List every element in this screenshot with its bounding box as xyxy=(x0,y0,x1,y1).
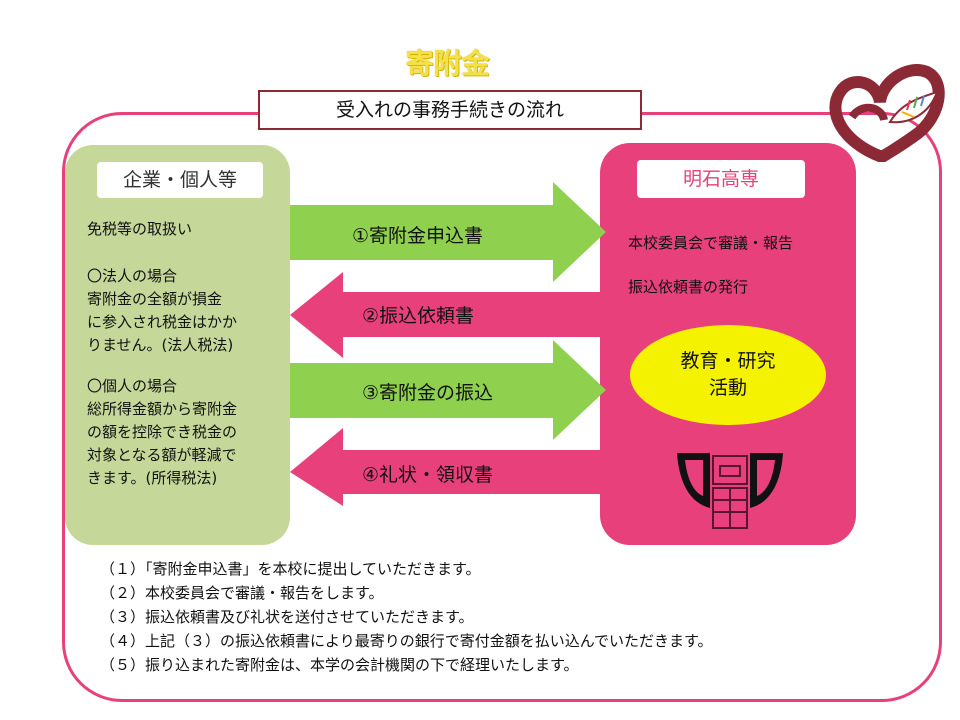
donor-panel: 企業・個人等 免税等の取扱い 〇法人の場合 寄附金の全額が損金 に参入され税金は… xyxy=(65,145,290,545)
arrow-3-label: ③寄附金の振込 xyxy=(362,382,494,404)
corporate-line: りません。(法人税法) xyxy=(87,336,234,354)
individual-line: の額を控除でき税金の xyxy=(87,423,238,441)
procedure-notes: （１）「寄附金申込書」を本校に提出していただきます。 （２）本校委員会で審議・報… xyxy=(100,557,712,677)
note-item: （４）上記（３）の振込依頼書により最寄りの銀行で寄付金額を払い込んでいただきます… xyxy=(100,632,713,650)
note-item: （５）振り込まれた寄附金は、本学の会計機関の下で経理いたします。 xyxy=(100,656,579,674)
individual-title: 〇個人の場合 xyxy=(87,377,178,395)
tax-heading: 免税等の取扱い xyxy=(87,220,193,238)
arrow-4-label: ④礼状・領収書 xyxy=(362,464,494,486)
flow-arrows xyxy=(290,182,606,506)
page-title: 寄附金 xyxy=(405,47,490,80)
arrow-2-shape xyxy=(290,272,606,358)
arrow-2-label: ②振込依頼書 xyxy=(362,305,475,327)
college-emblem-icon xyxy=(677,453,783,529)
college-label: 明石高専 xyxy=(637,160,805,198)
subtitle-box: 受入れの事務手続きの流れ xyxy=(258,90,642,130)
note-item: （１）「寄附金申込書」を本校に提出していただきます。 xyxy=(100,560,481,578)
corporate-line: 寄附金の全額が損金 xyxy=(87,290,223,308)
corporate-section: 〇法人の場合 寄附金の全額が損金 に参入され税金はかか りません。(法人税法) xyxy=(87,265,237,357)
individual-line: 対象となる額が軽減で xyxy=(87,446,237,464)
arrow-1-shape xyxy=(290,182,606,282)
individual-section: 〇個人の場合 総所得金額から寄附金 の額を控除でき税金の 対象となる額が軽減で … xyxy=(87,375,237,490)
individual-line: 総所得金額から寄附金 xyxy=(87,400,238,418)
education-research-ellipse: 教育・研究 活動 xyxy=(630,325,826,425)
arrow-4-shape xyxy=(290,428,606,506)
college-panel: 明石高専 本校委員会で審議・報告 振込依頼書の発行 教育・研究 活動 xyxy=(600,143,856,545)
arrow-3-shape xyxy=(290,340,606,440)
issue-text: 振込依頼書の発行 xyxy=(628,278,749,296)
heart-logo-icon xyxy=(829,64,945,162)
note-item: （２）本校委員会で審議・報告をします。 xyxy=(100,584,384,602)
corporate-line: に参入され税金はかか xyxy=(87,313,238,331)
individual-line: きます。(所得税法) xyxy=(87,469,218,487)
ellipse-line: 活動 xyxy=(708,377,747,399)
corporate-title: 〇法人の場合 xyxy=(87,267,178,285)
note-item: （３）振込依頼書及び礼状を送付させていただきます。 xyxy=(100,608,474,626)
arrow-1-label: ①寄附金申込書 xyxy=(352,225,484,247)
committee-text: 本校委員会で審議・報告 xyxy=(628,234,794,252)
ellipse-line: 教育・研究 xyxy=(680,350,776,372)
donor-label: 企業・個人等 xyxy=(97,162,263,198)
